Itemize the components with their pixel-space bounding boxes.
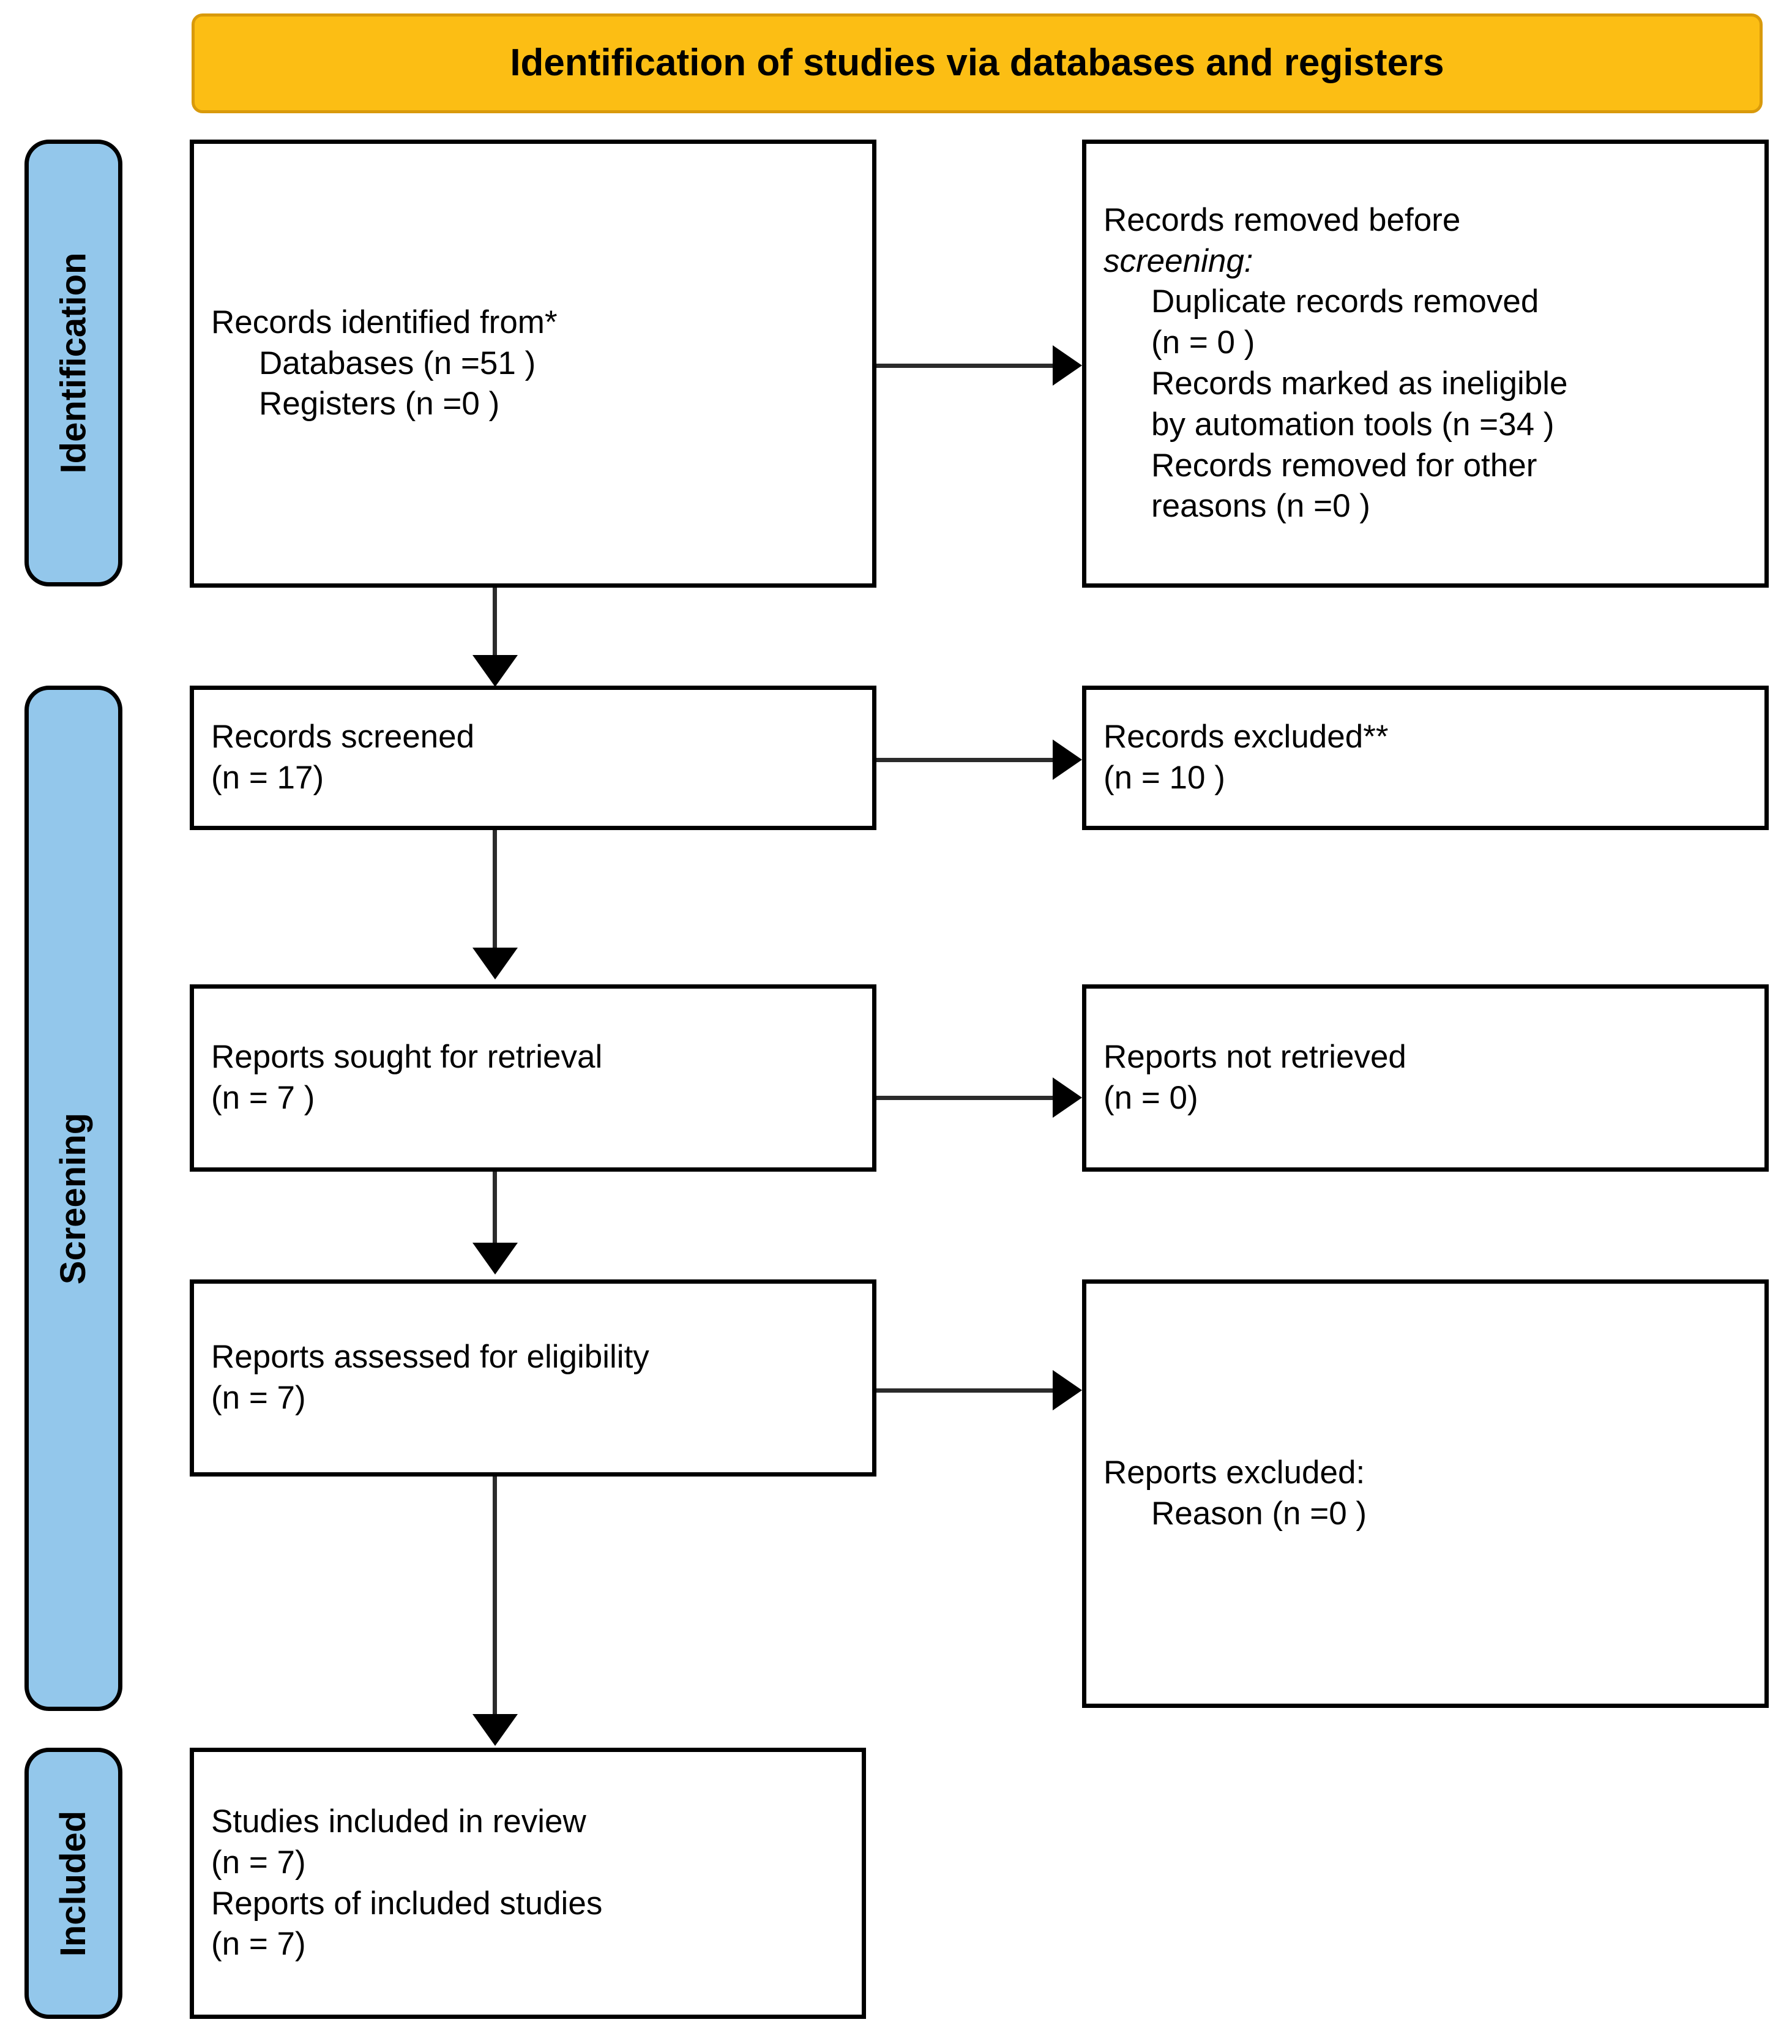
box-studies-included-in-review: Studies included in review (n = 7) Repor… [190,1748,866,2019]
box-line: Databases (n =51 ) [259,345,536,381]
box-line: (n = 0 ) [1151,324,1255,361]
stage-label-identification: Identification [24,140,122,586]
box-line: (n = 7) [211,1926,306,1963]
box-line: Records marked as ineligible [1151,365,1568,402]
stage-label-screening: Screening [24,686,122,1711]
box-reports-sought-for-retrieval: Reports sought for retrieval (n = 7 ) [190,984,876,1172]
box-records-excluded-body: Records excluded** (n = 10 ) [1103,717,1747,799]
stage-label-screening-text: Screening [53,1112,93,1284]
box-records-screened-body: Records screened (n = 17) [211,717,855,799]
box-reports-excluded-body: Reports excluded: Reason (n =0 ) [1103,1453,1747,1535]
box-records-identified: Records identified from* Databases (n =5… [190,140,876,588]
box-records-removed-before-screening: Records removed before screening: Duplic… [1082,140,1769,588]
box-line: Records removed for other [1151,447,1537,484]
box-reports-sought-body: Reports sought for retrieval (n = 7 ) [211,1037,855,1119]
box-line: Reports of included studies [211,1885,603,1922]
arrow-head-right-icon [1053,1077,1082,1118]
box-reports-not-retrieved: Reports not retrieved (n = 0) [1082,984,1769,1172]
arrow-head-down-icon [472,1243,518,1275]
box-records-identified-body: Records identified from* Databases (n =5… [211,302,855,425]
box-line: Records identified from* [211,304,558,340]
box-line-text: Records removed [1103,201,1369,238]
box-records-removed-body: Records removed before screening: Duplic… [1103,200,1747,527]
arrow-shaft [876,758,1054,762]
arrow-head-down-icon [472,655,518,687]
arrow-head-right-icon [1053,1370,1082,1410]
stage-label-identification-text: Identification [53,252,94,474]
diagram-header-banner: Identification of studies via databases … [192,13,1763,113]
box-line-emphasis: before [1368,201,1461,238]
box-line: Studies included in review [211,1803,586,1840]
arrow-shaft [876,1388,1054,1393]
box-line: Reason (n =0 ) [1151,1496,1367,1532]
arrow-shaft [876,1096,1054,1100]
box-line: Reports sought for retrieval [211,1039,603,1076]
box-line: (n = 7) [211,1844,306,1881]
arrow-shaft [493,1172,497,1245]
box-reports-excluded-reason: Reports excluded: Reason (n =0 ) [1082,1279,1769,1708]
box-reports-assessed-for-eligibility: Reports assessed for eligibility (n = 7) [190,1279,876,1477]
box-line: (n = 17) [211,760,324,796]
box-line: Reports excluded: [1103,1454,1365,1491]
banner-title: Identification of studies via databases … [510,42,1444,84]
arrow-head-down-icon [472,1714,518,1746]
arrow-shaft [493,588,497,662]
arrow-shaft [876,364,1054,368]
stage-label-included-text: Included [53,1810,93,1956]
box-line: (n = 10 ) [1103,760,1225,796]
arrow-head-right-icon [1053,345,1082,386]
box-line: Records excluded** [1103,719,1389,755]
box-line: (n = 0) [1103,1080,1198,1116]
box-records-screened: Records screened (n = 17) [190,686,876,830]
box-studies-included-body: Studies included in review (n = 7) Repor… [211,1802,845,1965]
box-line: (n = 7) [211,1380,306,1416]
box-reports-assessed-body: Reports assessed for eligibility (n = 7) [211,1337,855,1419]
box-line: Records removed before [1103,200,1747,241]
box-line: reasons (n =0 ) [1151,488,1370,525]
arrow-head-down-icon [472,948,518,979]
box-line: Duplicate records removed [1151,283,1539,320]
box-line: Registers (n =0 ) [259,386,500,422]
box-line: by automation tools (n =34 ) [1151,406,1555,443]
stage-label-included: Included [24,1748,122,2019]
box-line: (n = 7 ) [211,1080,315,1116]
arrow-shaft [493,830,497,953]
arrow-head-right-icon [1053,739,1082,780]
box-records-excluded: Records excluded** (n = 10 ) [1082,686,1769,830]
box-reports-not-retrieved-body: Reports not retrieved (n = 0) [1103,1037,1747,1119]
box-line: Reports not retrieved [1103,1039,1406,1076]
arrow-shaft [493,1477,497,1718]
box-line-emphasis-second: screening: [1103,242,1253,279]
box-line: Reports assessed for eligibility [211,1339,649,1376]
box-line: Records screened [211,719,475,755]
